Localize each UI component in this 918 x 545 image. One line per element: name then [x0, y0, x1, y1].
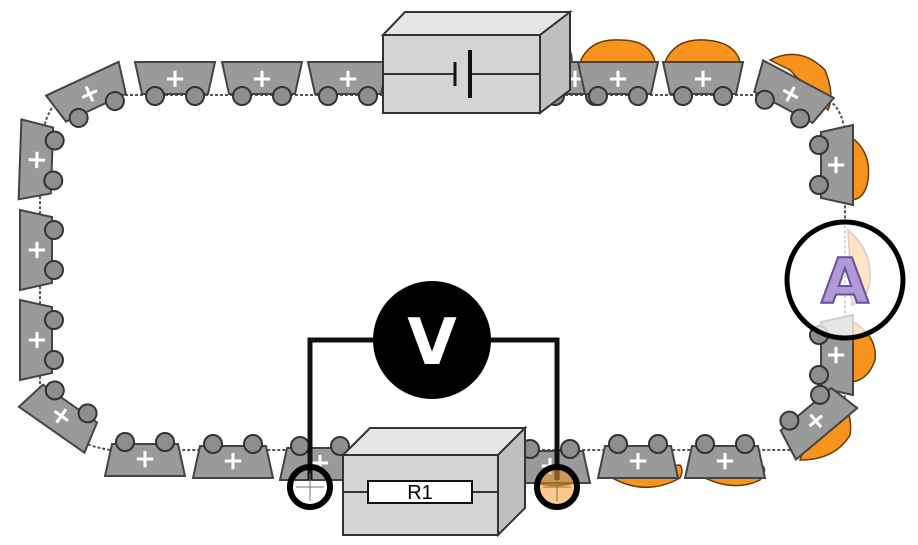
- cart-chain: +++++++++++++++++++++: [17, 58, 859, 484]
- voltmeter-wire-left: [307, 337, 378, 480]
- battery-box: [380, 9, 573, 116]
- mine-cart: +: [19, 208, 64, 292]
- mine-cart: +: [44, 60, 127, 128]
- resistor-box-top: [340, 427, 528, 456]
- cart-plus-sign: +: [134, 444, 156, 474]
- cart-plus-sign: +: [222, 446, 244, 476]
- mine-cart: +: [19, 298, 64, 382]
- voltmeter-symbol: V: [407, 306, 457, 380]
- mine-cart: +: [809, 123, 854, 207]
- load-3: [663, 39, 741, 63]
- mine-cart: +: [17, 118, 65, 201]
- resistor-box: R1: [340, 425, 528, 538]
- load-2: [578, 39, 656, 63]
- mine-cart: +: [17, 380, 99, 455]
- mine-cart: +: [191, 434, 275, 479]
- mine-cart: +: [103, 432, 187, 477]
- cart-plus-sign: +: [607, 64, 629, 94]
- cart-plus-sign: +: [627, 446, 649, 476]
- voltmeter-probe-right: [534, 464, 580, 510]
- cart-plus-sign: +: [692, 64, 714, 94]
- cart-plus-sign: +: [337, 64, 359, 94]
- mine-cart: +: [753, 58, 836, 129]
- cart-plus-sign: +: [821, 344, 851, 366]
- cart-plus-sign: +: [164, 64, 186, 94]
- mine-cart: +: [306, 61, 390, 106]
- battery-box-top: [380, 11, 573, 36]
- mine-cart: +: [596, 434, 680, 479]
- mine-cart: +: [220, 61, 304, 106]
- cart-plus-sign: +: [714, 446, 736, 476]
- cart-plus-sign: +: [22, 239, 52, 261]
- voltmeter-wire-right: [485, 337, 560, 480]
- resistor-label: R1: [407, 482, 433, 504]
- ammeter: A: [784, 219, 906, 341]
- voltmeter-probe-left: [287, 464, 333, 510]
- mine-cart: +: [576, 61, 660, 106]
- cart-plus-sign: +: [251, 64, 273, 94]
- cart-plus-sign: +: [22, 149, 53, 172]
- cart-plus-sign: +: [821, 154, 851, 176]
- cart-plus-sign: +: [22, 329, 52, 351]
- battery-symbol-icon: [453, 50, 472, 98]
- voltmeter: V: [373, 281, 491, 399]
- mine-cart: +: [661, 61, 745, 106]
- mine-cart: +: [683, 434, 767, 479]
- ammeter-symbol: A: [821, 245, 869, 318]
- mine-cart: +: [133, 61, 217, 106]
- resistor-symbol: [367, 480, 473, 504]
